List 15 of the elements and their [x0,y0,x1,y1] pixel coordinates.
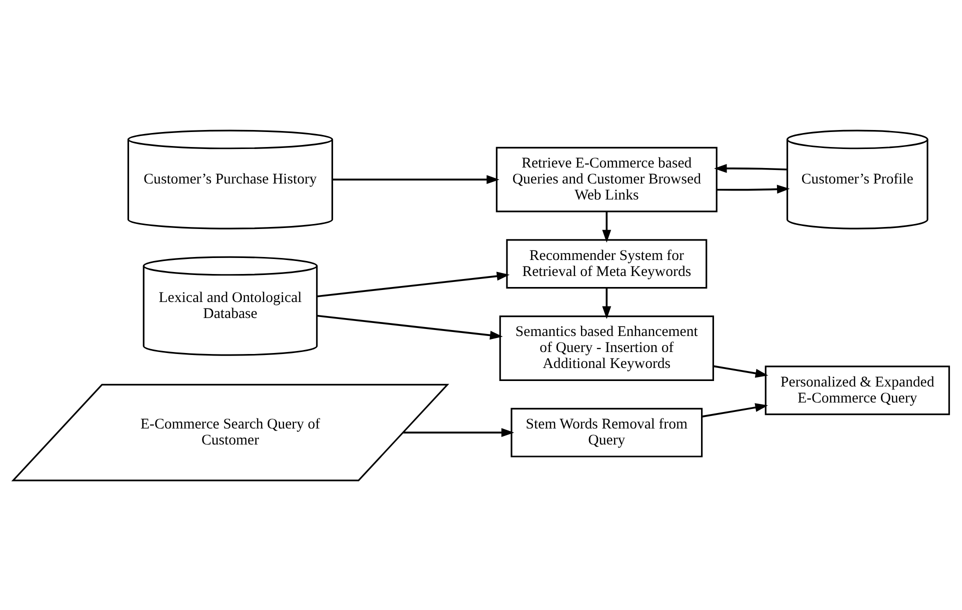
node-box: Personalized & Expanded E-Commerce Query [764,365,950,415]
arrow [403,428,514,437]
arrow [332,174,500,184]
node-box: Recommender System for Retrieval of Meta Keywords [506,238,708,288]
arrow [716,184,790,194]
arrow [714,163,788,172]
node-box: Stem Words Removal from Query [510,407,703,457]
arrow [317,314,503,340]
arrow [602,288,612,319]
node-box: Retrieve E-Commerce based Queries and Customer Browsed Web Links [496,146,718,212]
arrow [317,271,510,297]
arrow [602,211,612,242]
arrow [713,364,768,378]
node-box: Semantics based Enhancement of Query - Insertion of Additional Keywords [499,315,714,380]
arrow [702,402,768,417]
